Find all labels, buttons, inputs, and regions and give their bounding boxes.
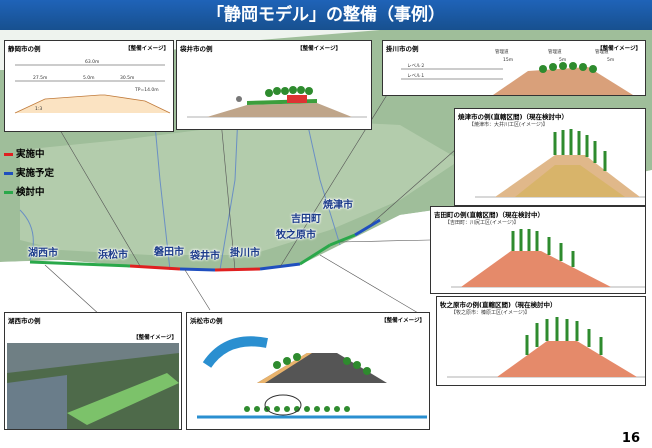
path-label: 管理道 [548, 48, 562, 55]
level-label: レベル２ [407, 63, 425, 69]
city-label: 湖西市 [28, 248, 58, 259]
legend-swatch-blue [4, 172, 13, 175]
legend-swatch-red [4, 153, 13, 156]
city-label: 掛川市 [230, 248, 260, 259]
panel-kosai: 湖西市の例 【整備イメージ】 [4, 312, 182, 430]
panel-subtitle: 【牧之原市：榛原工区(イメージ)】 [451, 310, 530, 316]
city-label: 牧之原市 [276, 230, 316, 241]
panel-subtitle: 【焼津市：大井川工区(イメージ)】 [469, 122, 548, 128]
legend-swatch-green [4, 191, 13, 194]
panel-title: 掛川市の例 [386, 45, 419, 53]
dim-label: 27.5m [33, 75, 47, 81]
panel-image-label: 【整備イメージ】 [381, 318, 425, 324]
page-title: 「静岡モデル」の整備（事例） [0, 0, 652, 30]
panel-title: 静岡市の例 [8, 45, 41, 53]
panel-yaizu: 焼津市の例(直轄区間)（現在検討中） 【焼津市：大井川工区(イメージ)】 [454, 108, 646, 206]
dim-label: 5.0m [83, 75, 95, 81]
city-label: 磐田市 [154, 247, 184, 258]
panel-title: 吉田町の例(直轄区間)（現在検討中） [434, 211, 544, 219]
dim-label: 63.0m [85, 59, 99, 65]
panel-image-label: 【整備イメージ】 [125, 46, 169, 52]
legend-label: 検討中 [16, 187, 45, 198]
path-label: 管理道 [595, 48, 609, 55]
levee-cross-section: 63.0m 27.5m 5.0m 30.5m TP=14.0m 1:3 [14, 59, 171, 114]
panel-fukuroi: 袋井市の例 【整備イメージ】 [176, 40, 372, 130]
panel-image-label: 【整備イメージ】 [133, 335, 177, 341]
dim-label: TP=14.0m [134, 87, 159, 93]
panel-title: 浜松市の例 [190, 317, 223, 325]
panel-makinohara: 牧之原市の例(直轄区間)（現在検討中） 【牧之原市：榛原工区(イメージ)】 [436, 296, 646, 386]
page-number: 16 [621, 431, 640, 446]
levee-illustration: レベル２ レベル１ 管理道 管理道 管理道 15m 5m 5m [401, 48, 633, 95]
width-label: 15m [503, 57, 513, 63]
legend-label: 実施中 [16, 149, 45, 160]
levee-illustration [447, 317, 645, 378]
panel-hamamatsu: 浜松市の例 【整備イメージ】 [186, 312, 430, 430]
dim-label: 30.5m [120, 75, 134, 81]
levee-illustration [451, 229, 645, 288]
panel-title: 焼津市の例(直轄区間)（現在検討中） [458, 113, 568, 121]
aerial-photo [7, 343, 179, 429]
city-label: 袋井市 [190, 251, 220, 262]
legend-label: 実施予定 [16, 168, 55, 179]
panel-subtitle: 【吉田町：川尻工区(イメージ)】 [445, 220, 519, 226]
path-label: 管理道 [495, 48, 509, 55]
panel-title: 牧之原市の例(直轄区間)（現在検討中） [440, 301, 557, 309]
width-label: 5m [559, 57, 566, 63]
panel-yoshida: 吉田町の例(直轄区間)（現在検討中） 【吉田町：川尻工区(イメージ)】 [430, 206, 646, 294]
panel-kakegawa: 掛川市の例 【整備イメージ】 レベル２ レベル１ 管理道 管理道 管理道 15m… [382, 40, 646, 96]
panel-title: 湖西市の例 [8, 317, 41, 325]
slope-label: 1:3 [35, 106, 42, 112]
level-label: レベル１ [407, 73, 425, 79]
city-label: 吉田町 [291, 214, 321, 225]
panel-image-label: 【整備イメージ】 [297, 46, 341, 52]
panel-shizuoka: 静岡市の例 【整備イメージ】 63.0m 27.5m 5.0m 30.5m TP… [4, 40, 174, 132]
levee-illustration [475, 129, 645, 198]
levee-illustration [187, 86, 367, 118]
city-label: 浜松市 [98, 250, 128, 261]
panel-image-label: 【整備イメージ】 [597, 46, 641, 52]
levee-illustration [197, 336, 427, 419]
city-label: 焼津市 [323, 200, 353, 211]
width-label: 5m [607, 57, 614, 63]
panel-title: 袋井市の例 [180, 45, 213, 53]
